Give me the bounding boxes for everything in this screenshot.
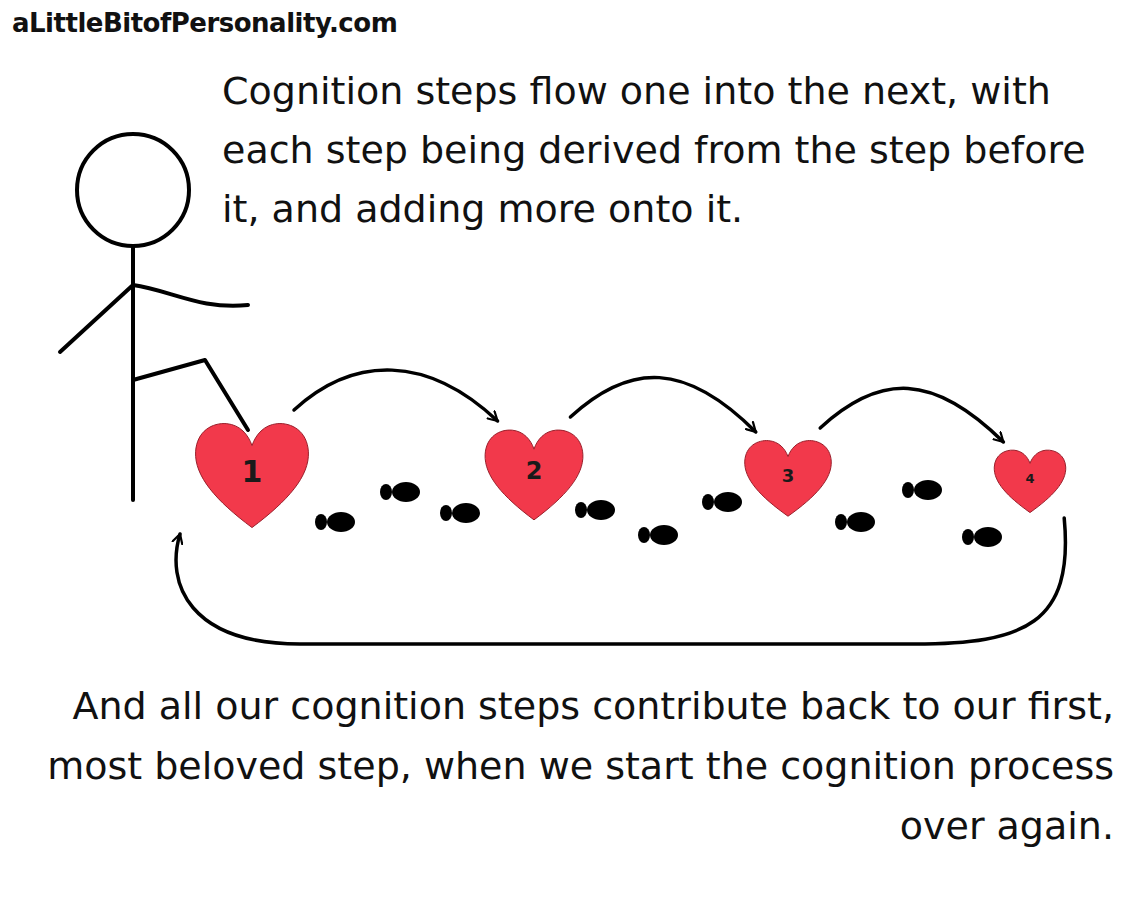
flow-arrow: [176, 518, 1065, 644]
heart-step: 1: [192, 420, 312, 530]
flow-arrow: [294, 370, 498, 421]
heart-step: 3: [742, 438, 834, 518]
step-number: 3: [742, 465, 834, 487]
step-number: 1: [192, 454, 312, 490]
step-number: 2: [482, 457, 586, 486]
flow-arrow: [570, 377, 755, 432]
watermark: aLittleBitofPersonality.com: [12, 8, 397, 38]
heart-step: 2: [482, 427, 586, 522]
intro-note: Cognition steps flow one into the next, …: [222, 62, 1112, 239]
flow-arrow: [820, 388, 1003, 442]
footprints: [315, 480, 1002, 547]
heart-step: 4: [992, 448, 1068, 514]
step-number: 4: [992, 471, 1068, 487]
closing-note: And all our cognition steps contribute b…: [10, 676, 1114, 856]
